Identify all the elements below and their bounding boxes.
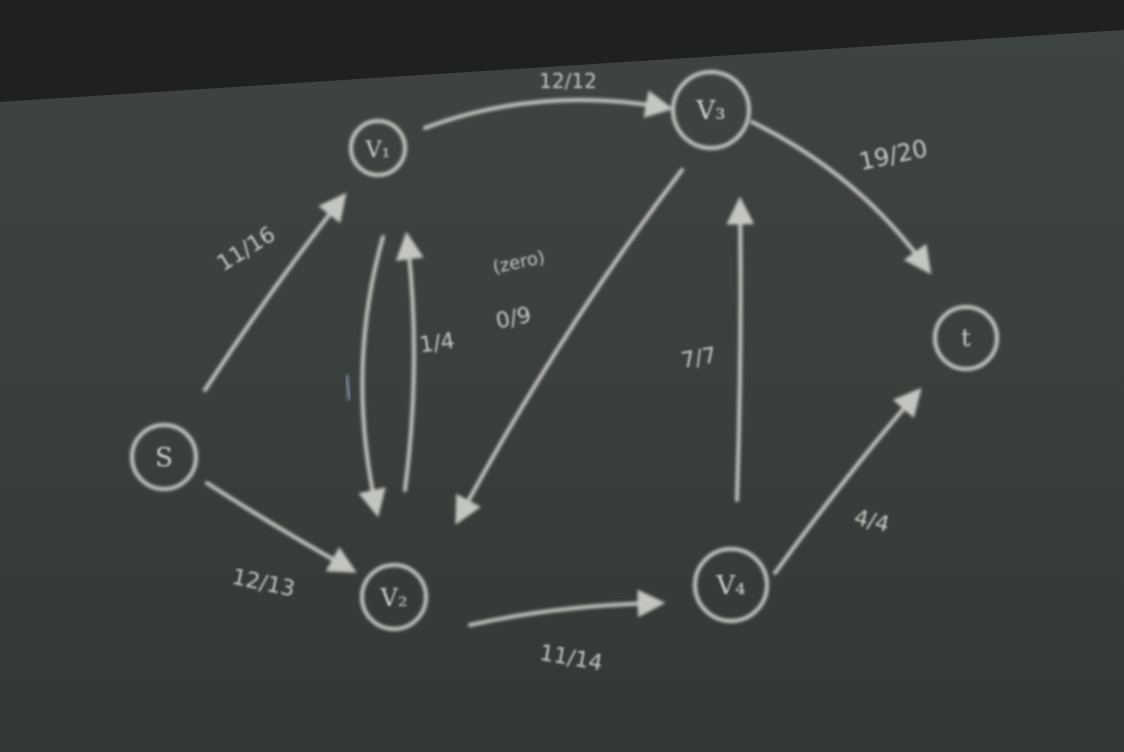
edge-s-v1 [203,192,347,392]
edge-v3-t [750,120,932,275]
node-v3-circle [671,70,751,150]
node-v1-label: V₁ [365,138,391,163]
node-v4-circle [693,547,769,623]
blue-chalk-mark [343,374,353,401]
edge-label-v1-v3: 12/12 [539,69,597,93]
edge-v3-v2 [455,168,684,525]
edge-label-v4-v3: 7/7 [679,343,718,374]
edge-s-v2 [205,481,357,573]
edge-v2-v4 [468,589,666,627]
edge-label-v2-v1: 1/4 [418,329,457,359]
edge-v4-t [773,387,922,575]
node-v2-label: V₂ [380,584,408,612]
ceiling-shadow [0,0,1124,102]
node-v1-circle [349,119,407,177]
node-v2-circle [360,563,428,631]
node-t-label: t [961,324,971,352]
edge-v2-v1 [395,231,424,492]
node-s-circle [130,423,198,491]
edge-v1-v2 [358,235,386,518]
node-t-circle [933,305,999,371]
node-v3-label: V₃ [695,96,725,126]
node-s-label: S [155,443,173,473]
edge-v4-v3 [726,196,755,502]
edge-v1-v3 [423,90,674,130]
node-v4-label: V₄ [715,571,745,601]
